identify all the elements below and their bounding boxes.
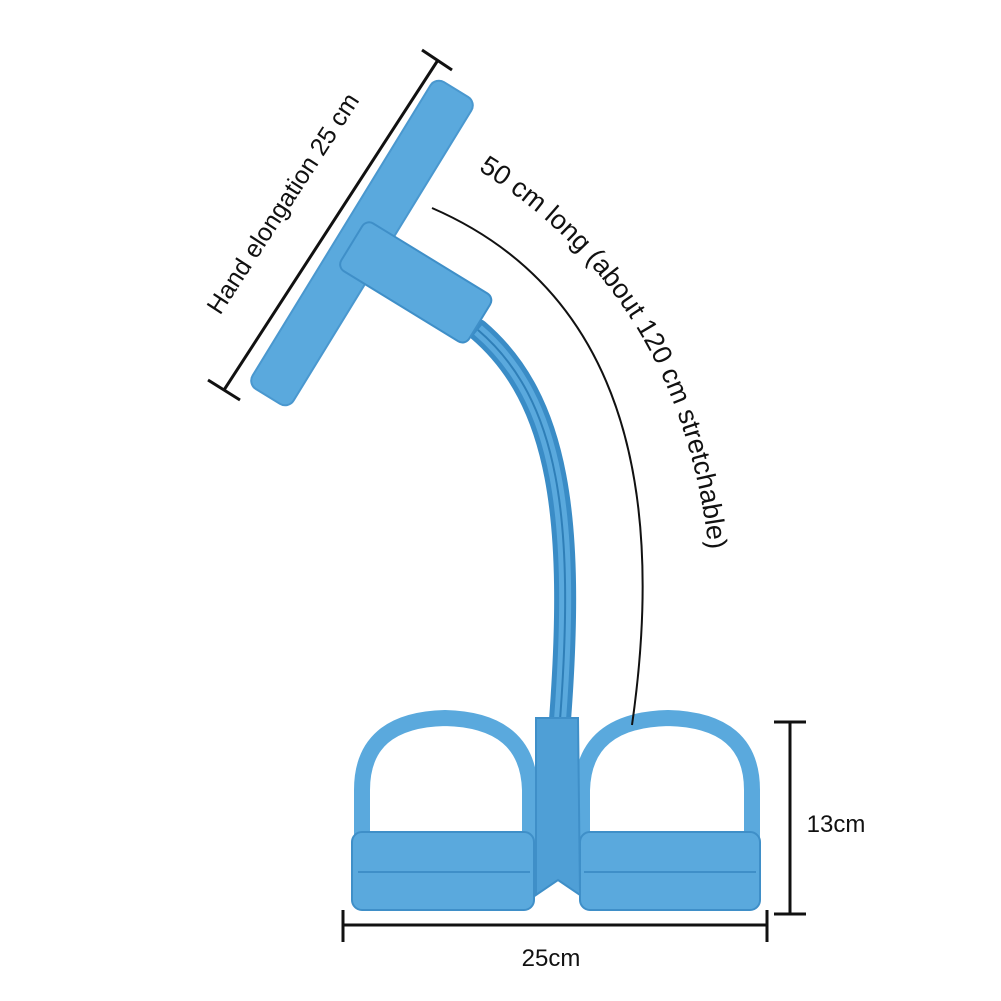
- band-length-label-container: 50 cm long (about 120 cm stretchable): [475, 150, 733, 551]
- height-dimension-line: [774, 720, 806, 916]
- foot-pedals: [351, 709, 761, 911]
- width-label: 25cm: [522, 945, 581, 972]
- height-label: 13cm: [807, 811, 866, 838]
- elastic-tubes: [467, 319, 577, 731]
- band-length-label: 50 cm long (about 120 cm stretchable): [475, 150, 733, 551]
- width-dimension-line: [341, 910, 769, 942]
- band-length-arc: [431, 207, 644, 726]
- handle-dimension-line: [207, 48, 453, 402]
- handle-bar: [250, 79, 493, 407]
